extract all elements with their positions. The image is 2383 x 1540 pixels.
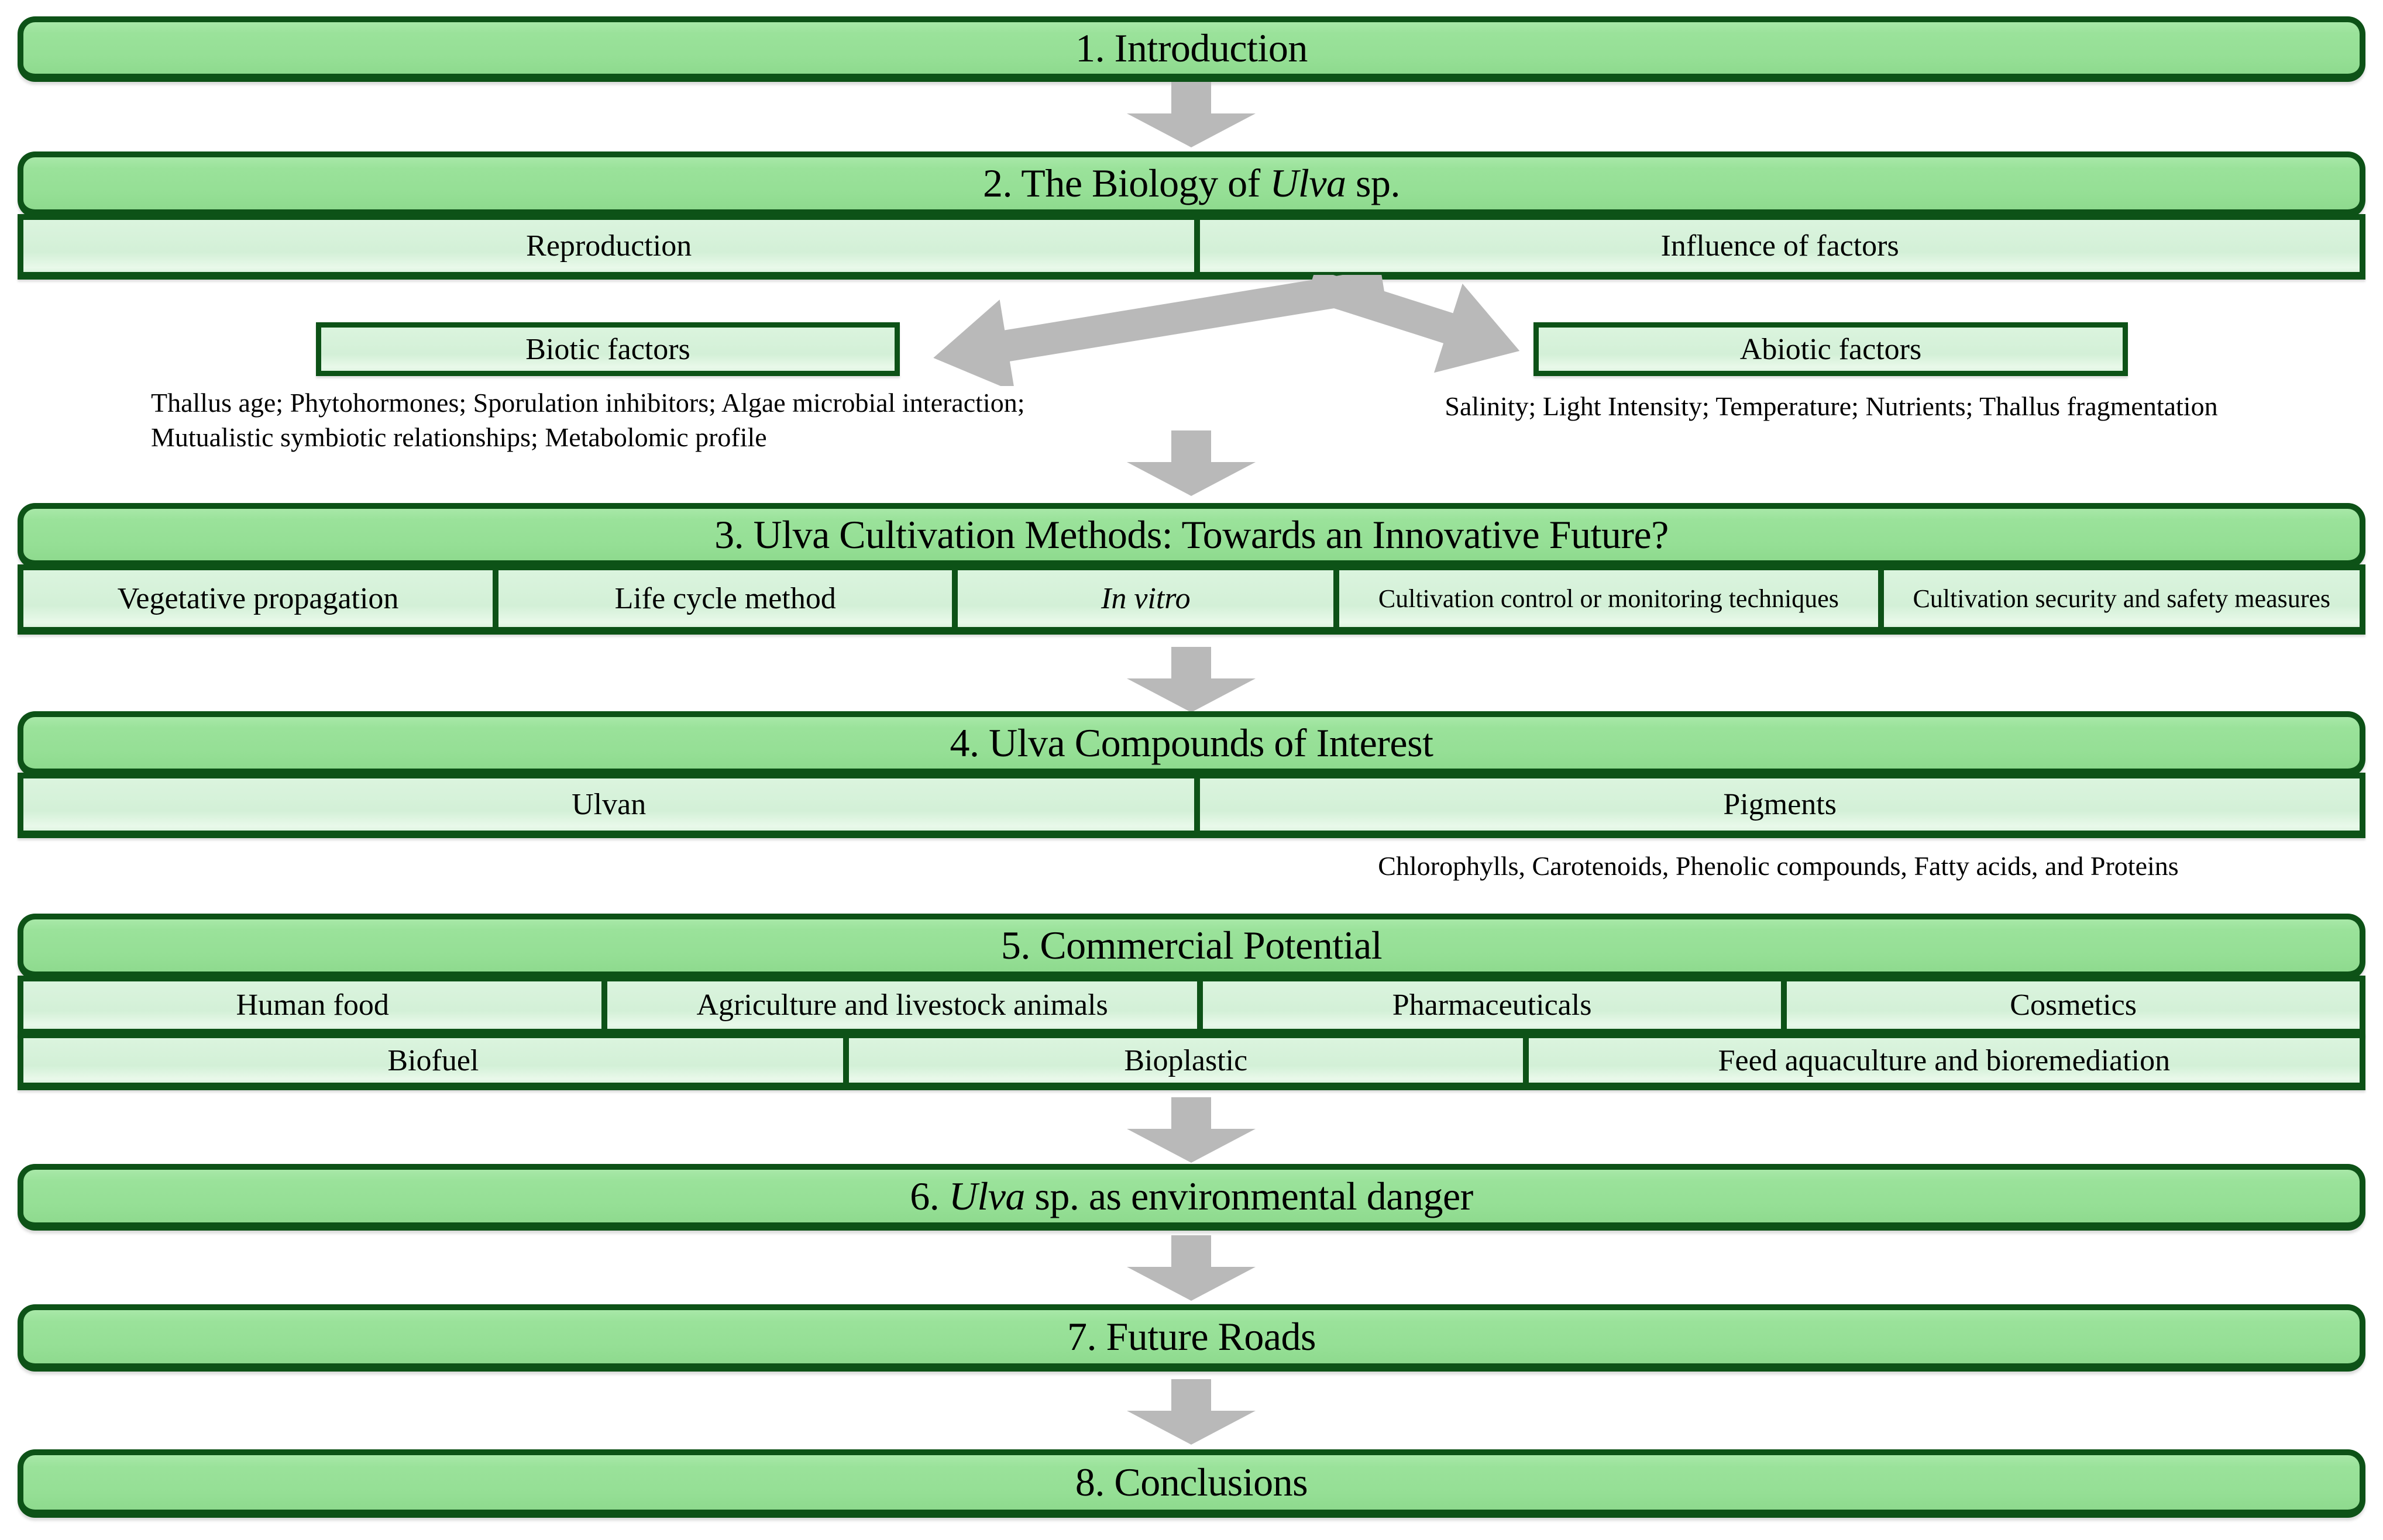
arrow-diagonal-split-icon xyxy=(933,275,1520,386)
section-3-cells: Vegetative propagation Life cycle method… xyxy=(18,564,2365,635)
section-5-cells-row1: Human food Agriculture and livestock ani… xyxy=(18,976,2365,1036)
section-2-title: 2. The Biology of Ulva sp. xyxy=(983,161,1400,205)
arrow-down-icon xyxy=(1127,82,1256,147)
section-3-header: 3. Ulva Cultivation Methods: Towards an … xyxy=(18,503,2365,569)
arrow-down-icon xyxy=(1127,1379,1256,1445)
section-4-cells: Ulvan Pigments xyxy=(18,773,2365,838)
cell-life-cycle-method: Life cycle method xyxy=(498,570,952,627)
section-4-title: 4. Ulva Compounds of Interest xyxy=(950,720,1433,765)
cell-in-vitro: In vitro xyxy=(958,570,1334,627)
section-1-title: 1. Introduction xyxy=(1075,25,1308,70)
cell-pharmaceuticals: Pharmaceuticals xyxy=(1202,981,1782,1029)
cell-ulvan: Ulvan xyxy=(23,778,1195,831)
cell-cosmetics: Cosmetics xyxy=(1787,981,2360,1029)
section-1-header: 1. Introduction xyxy=(18,16,2365,82)
cell-pigments: Pigments xyxy=(1200,778,2360,831)
pigments-note: Chlorophylls, Carotenoids, Phenolic comp… xyxy=(1378,851,2179,881)
biotic-factors-note: Thallus age; Phytohormones; Sporulation … xyxy=(151,388,1025,452)
cell-influence-of-factors: Influence of factors xyxy=(1200,220,2360,272)
biotic-factors-box: Biotic factors xyxy=(316,322,900,376)
arrow-diagonal-right-icon xyxy=(1305,275,1520,373)
cell-bioplastic: Bioplastic xyxy=(848,1038,1523,1083)
arrow-down-icon xyxy=(1127,1097,1256,1163)
section-5-cells-row2: Biofuel Bioplastic Feed aquaculture and … xyxy=(18,1032,2365,1090)
section-6-header: 6. Ulva sp. as environmental danger xyxy=(18,1164,2365,1231)
cell-vegetative-propagation: Vegetative propagation xyxy=(23,570,493,627)
cell-agriculture-livestock: Agriculture and livestock animals xyxy=(607,981,1197,1029)
abiotic-factors-box: Abiotic factors xyxy=(1533,322,2128,376)
cell-cultivation-security: Cultivation security and safety measures xyxy=(1883,570,2360,627)
section-6-title: 6. Ulva sp. as environmental danger xyxy=(910,1173,1473,1218)
section-7-title: 7. Future Roads xyxy=(1067,1314,1316,1359)
section-8-title: 8. Conclusions xyxy=(1075,1460,1308,1504)
cell-biofuel: Biofuel xyxy=(23,1038,843,1083)
section-8-header: 8. Conclusions xyxy=(18,1449,2365,1518)
arrow-down-icon xyxy=(1127,1235,1256,1301)
abiotic-factors-note: Salinity; Light Intensity; Temperature; … xyxy=(1445,391,2218,421)
arrow-diagonal-left-icon xyxy=(933,275,1386,386)
section-5-title: 5. Commercial Potential xyxy=(1000,923,1383,967)
arrow-down-icon xyxy=(1127,647,1256,712)
cell-human-food: Human food xyxy=(23,981,602,1029)
cell-cultivation-control: Cultivation control or monitoring techni… xyxy=(1339,570,1878,627)
section-2-header: 2. The Biology of Ulva sp. xyxy=(18,151,2365,218)
section-4-header: 4. Ulva Compounds of Interest xyxy=(18,711,2365,777)
cell-reproduction: Reproduction xyxy=(23,220,1195,272)
cell-feed-aquaculture: Feed aquaculture and bioremediation xyxy=(1528,1038,2360,1083)
arrow-down-icon xyxy=(1127,430,1256,496)
section-3-title: 3. Ulva Cultivation Methods: Towards an … xyxy=(714,512,1669,557)
section-2-cells: Reproduction Influence of factors xyxy=(18,214,2365,280)
section-5-header: 5. Commercial Potential xyxy=(18,914,2365,980)
section-7-header: 7. Future Roads xyxy=(18,1304,2365,1372)
